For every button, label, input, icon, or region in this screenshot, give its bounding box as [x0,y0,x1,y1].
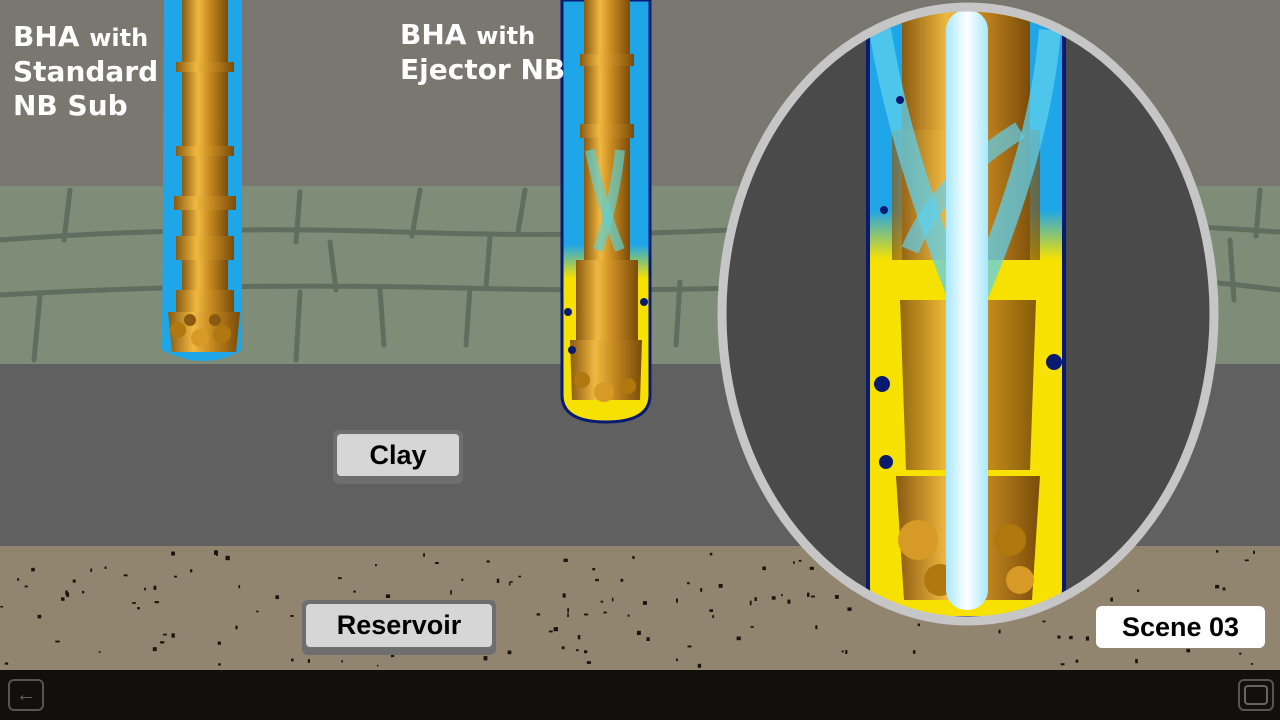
clay-label-text: Clay [337,434,459,476]
zoom-view [717,2,1219,626]
bha-standard [162,0,242,361]
label-standard-nb-sub: BHA with Standard NB Sub [13,20,159,122]
bha-ejector [560,0,652,424]
back-arrow-icon[interactable]: ← [8,679,44,711]
formation-diagram [0,0,1280,670]
bottom-nav-bar: ← [0,670,1280,720]
reservoir-label-text: Reservoir [306,604,492,647]
reservoir-label-button[interactable]: Reservoir [302,600,496,655]
label-ejector-nb: BHA with Ejector NB [400,18,566,86]
drilling-scene: BHA with Standard NB Sub BHA with Ejecto… [0,0,1280,670]
window-icon[interactable] [1238,679,1274,711]
scene-indicator: Scene 03 [1096,606,1265,648]
clay-label-button[interactable]: Clay [333,430,463,484]
